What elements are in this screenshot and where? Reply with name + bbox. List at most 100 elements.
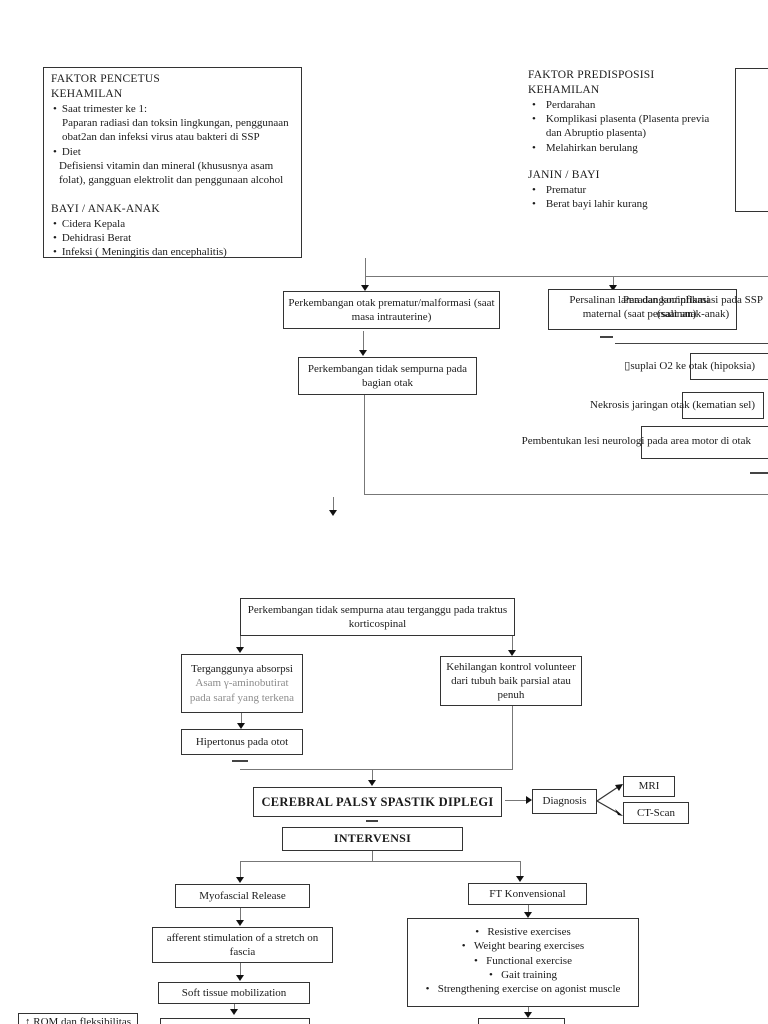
flow-text-persalinan: Persalinan lama dan komplikasi maternal …: [569, 294, 710, 321]
connector-line: [240, 769, 513, 770]
exercise-item: Resistive exercises: [412, 925, 634, 939]
flow-box-nekrosis: [682, 392, 764, 419]
connector-line: [240, 963, 241, 976]
flow-text-hipoksia: ▯suplai O2 ke otak (hipoksia): [624, 360, 755, 372]
faktor-pencetus-box: FAKTOR PENCETUS KEHAMILAN Saat trimester…: [43, 67, 302, 258]
faktor-pencetus-title: FAKTOR PENCETUS: [51, 73, 160, 85]
empty-clipped-box: [735, 68, 768, 212]
arrow-down-icon: [236, 877, 244, 883]
connector-line: [241, 713, 242, 724]
flow-text-pembentukan: Pembentukan lesi neurologi pada area mot…: [521, 435, 751, 447]
connector-line: [613, 276, 614, 286]
faktor-predisposisi-title: FAKTOR PREDISPOSISI: [528, 69, 655, 81]
predisposisi-item: Melahirkan berulang: [528, 141, 734, 155]
arrow-down-icon: [230, 1009, 238, 1015]
pencetus-bullet-trimester: Saat trimester ke 1:: [51, 102, 294, 116]
connector-line: [365, 276, 366, 286]
arrow-down-icon: [508, 650, 516, 656]
connector-line: [520, 861, 521, 877]
arrow-down-icon: [236, 975, 244, 981]
flow-box-ft-konvensional: FT Konvensional: [468, 883, 587, 905]
flow-box-afferent: afferent stimulation of a stretch on fas…: [152, 927, 333, 963]
faktor-predisposisi-subtitle: KEHAMILAN: [528, 83, 600, 96]
pencetus-bullet-trimester-body: Paparan radiasi dan toksin lingkungan, p…: [62, 117, 289, 144]
connector-line: [365, 276, 768, 277]
flow-box-exercises: Resistive exercises Weight bearing exerc…: [407, 918, 639, 1007]
connector-line: [372, 851, 373, 861]
connector-line: [364, 395, 365, 495]
exercise-item: Strengthening exercise on agonist muscle: [412, 982, 634, 996]
flow-box-hipertonus: Hipertonus pada otot: [181, 729, 303, 755]
absorpsi-line2: Asam γ-aminobutirat: [195, 677, 289, 690]
flow-text-peradangan: Peradangan/inflamasi pada SSP (saat anak…: [623, 294, 763, 321]
connector-line: [333, 497, 334, 511]
flow-box-bagian-otak: Perkembangan tidak sempurna pada bagian …: [298, 357, 477, 395]
connector-line: [234, 1004, 235, 1010]
predisposisi-item2: Prematur: [528, 183, 734, 197]
flow-box-intervensi: INTERVENSI: [282, 827, 463, 851]
flow-box-soft-tissue: Soft tissue mobilization: [158, 982, 310, 1004]
connector-line: [528, 905, 529, 913]
predisposisi-section2-title: JANIN / BAYI: [528, 169, 600, 182]
connector-line: [528, 1007, 529, 1013]
pencetus-bullet-diet: Diet: [51, 145, 294, 159]
arrow-down-icon: [368, 780, 376, 786]
connector-line: [364, 494, 768, 495]
faktor-pencetus-subtitle: KEHAMILAN: [51, 87, 123, 100]
pencetus-item: Dehidrasi Berat: [51, 231, 294, 245]
flow-box-kehilangan: Kehilangan kontrol volunteer dari tubuh …: [440, 656, 582, 706]
pencetus-item: Infeksi ( Meningitis dan encephalitis): [51, 245, 294, 259]
absorpsi-line3: pada saraf yang terkena: [189, 691, 295, 704]
connector-line: [363, 331, 364, 351]
pencetus-section2-title: BAYI / ANAK-ANAK: [51, 202, 160, 215]
connector-line: [365, 258, 366, 276]
connector-line: [240, 861, 521, 862]
diagnosis-branch-lines: [596, 784, 623, 816]
connector-line: [505, 800, 527, 801]
flow-box-clipped-left: [160, 1018, 310, 1024]
arrow-down-icon: [516, 876, 524, 882]
connector-line: [240, 636, 241, 648]
arrow-down-icon: [359, 350, 367, 356]
exercise-item: Functional exercise: [412, 954, 634, 968]
arrow-down-icon: [524, 912, 532, 918]
dash-mark: [366, 820, 378, 822]
connector-line: [240, 908, 241, 921]
flow-box-ctscan: CT-Scan: [623, 802, 689, 824]
flow-box-myofascial: Myofascial Release: [175, 884, 310, 908]
faktor-predisposisi-block: FAKTOR PREDISPOSISI KEHAMILAN Perdarahan…: [528, 68, 734, 212]
flow-box-intrauterine: Perkembangan otak prematur/malformasi (s…: [283, 291, 500, 329]
absorpsi-line1: Terganggunya absorpsi: [191, 663, 293, 676]
flow-box-absorpsi: Terganggunya absorpsi Asam γ-aminobutira…: [181, 654, 303, 713]
flow-box-rom: ↑ ROM dan fleksibilitas: [18, 1013, 138, 1024]
pencetus-bullet-diet-body: Defisiensi vitamin dan mineral (khususny…: [59, 160, 284, 187]
flow-box-mri: MRI: [623, 776, 675, 797]
flow-text-nekrosis: Nekrosis jaringan otak (kematian sel): [590, 399, 755, 411]
dash-mark: [232, 760, 248, 762]
connector-line: [240, 861, 241, 878]
arrow-right-icon: [526, 796, 532, 804]
arrow-down-icon: [329, 510, 337, 516]
flow-box-clipped-right: [478, 1018, 565, 1024]
pencetus-item: Cidera Kepala: [51, 217, 294, 231]
connector-line: [512, 636, 513, 651]
connector-line: [615, 343, 768, 344]
arrow-down-icon: [236, 647, 244, 653]
flow-box-cerebral-palsy: CEREBRAL PALSY SPASTIK DIPLEGI: [253, 787, 502, 817]
dash-mark: [750, 472, 768, 474]
arrow-down-icon: [609, 285, 617, 291]
predisposisi-item: Komplikasi plasenta (Plasenta previa dan…: [528, 112, 734, 141]
arrow-down-icon: [361, 285, 369, 291]
flow-box-pembentukan: [641, 426, 768, 459]
arrow-down-icon: [236, 920, 244, 926]
predisposisi-item2: Berat bayi lahir kurang: [528, 197, 734, 211]
exercise-item: Weight bearing exercises: [412, 939, 634, 953]
arrow-down-icon: [524, 1012, 532, 1018]
dash-mark: [600, 336, 613, 338]
flow-box-korticospinal: Perkembangan tidak sempurna atau tergang…: [240, 598, 515, 636]
predisposisi-item: Perdarahan: [528, 98, 734, 112]
flow-box-hipoksia: [690, 353, 768, 380]
exercise-item: Gait training: [412, 968, 634, 982]
flow-box-persalinan: [548, 289, 737, 330]
